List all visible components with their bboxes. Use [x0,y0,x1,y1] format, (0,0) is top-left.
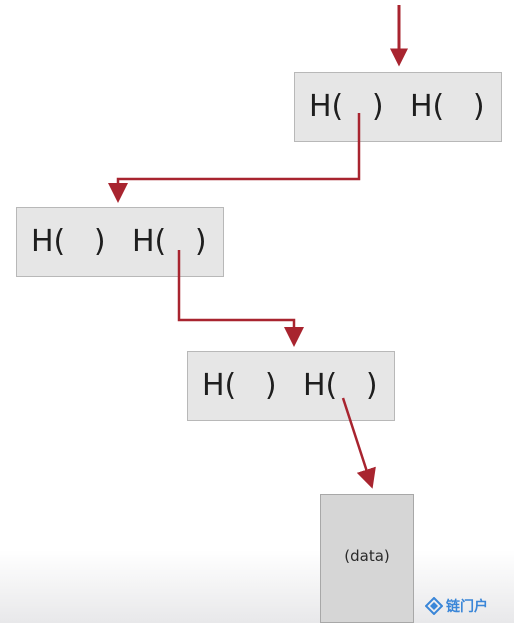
background-bottom-fade [0,550,514,623]
hash-node-2: H( ) H( ) [16,207,224,277]
watermark-text: 链门户 [446,599,488,615]
hash-pointer-right: H( ) [410,89,485,124]
hash-pointer-left: H( ) [202,368,277,403]
data-label: (data) [344,547,390,565]
pointer-arrow-1 [108,113,361,203]
pointer-arrow-3 [341,397,376,489]
hash-node-1: H( ) H( ) [294,72,502,142]
data-block: (data) [320,494,414,623]
watermark-logo: 链门户 [425,595,488,617]
hash-pointer-left: H( ) [309,89,384,124]
hash-pointer-left: H( ) [31,224,106,259]
hash-pointer-right: H( ) [132,224,207,259]
pointer-arrow-2 [177,250,304,347]
hash-pointer-right: H( ) [303,368,378,403]
cube-icon [425,597,443,615]
hash-node-3: H( ) H( ) [187,351,395,421]
